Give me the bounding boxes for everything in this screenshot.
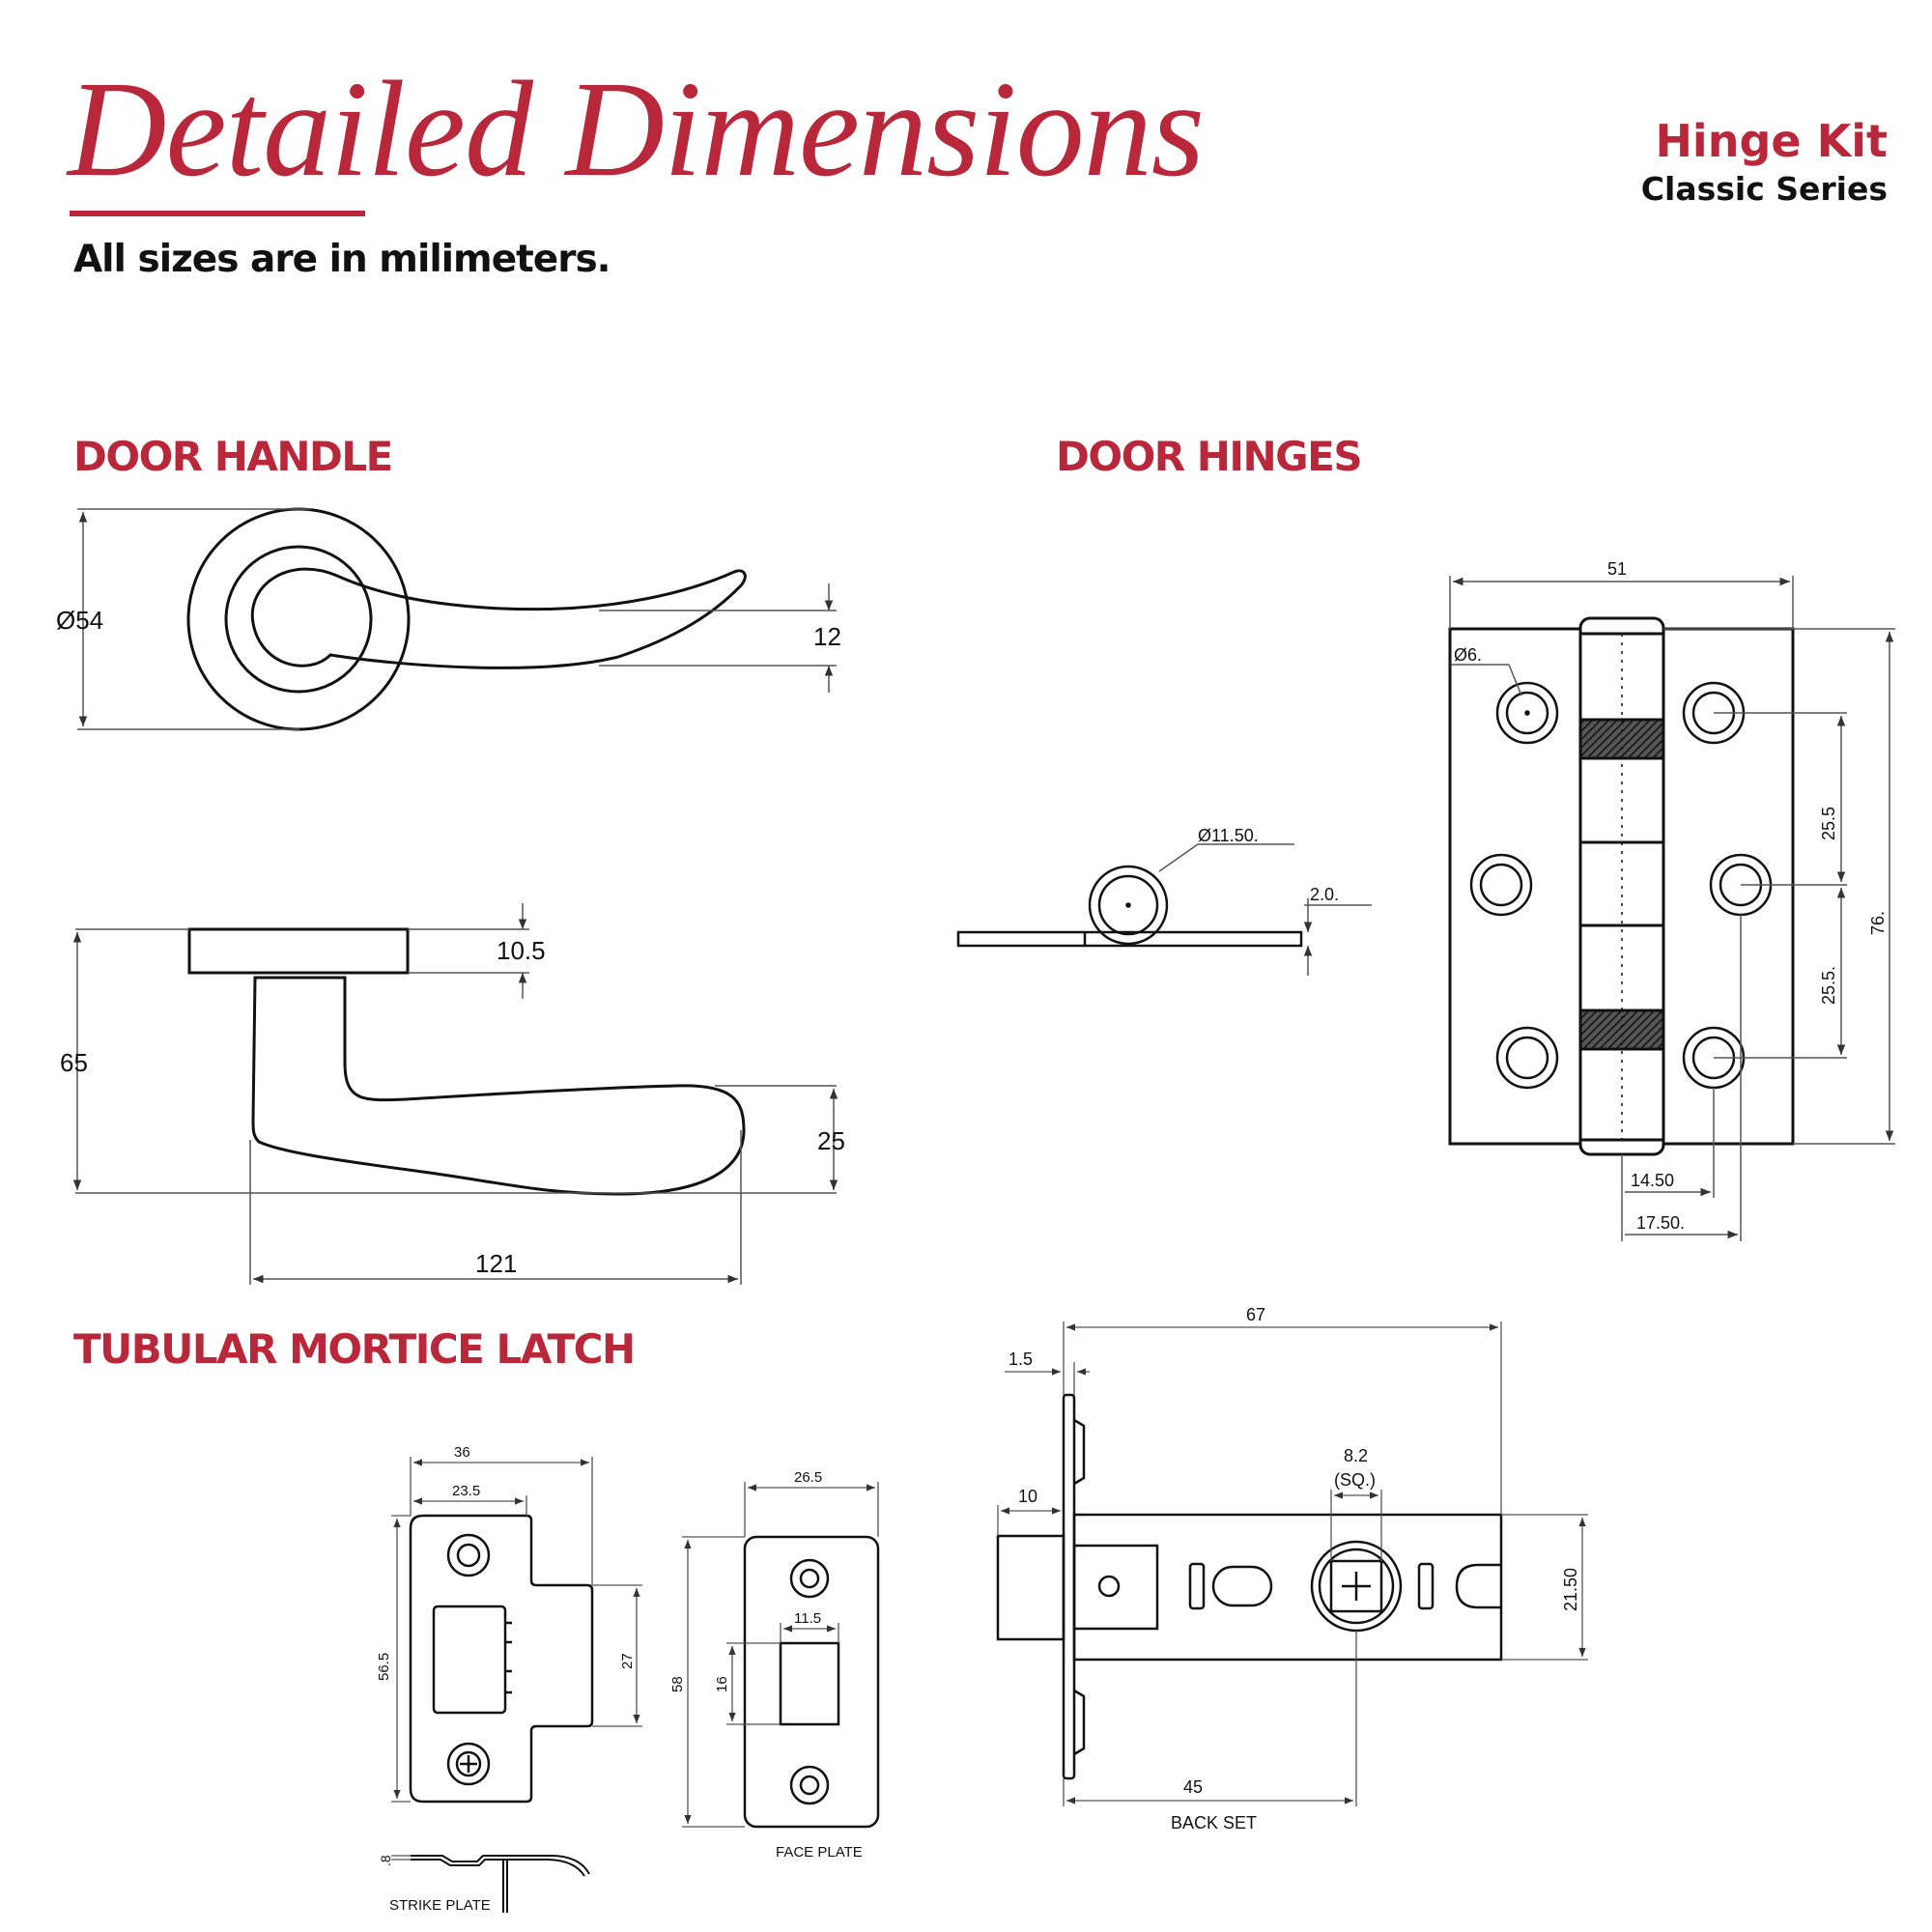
handle-side-dims — [72, 903, 838, 1285]
handle-top-view — [186, 507, 747, 731]
title-underline — [70, 211, 365, 216]
dim-rose-height: 10.5 — [497, 936, 546, 965]
hinge-knuckle-outer — [1088, 865, 1169, 946]
section-title-tubular-mortice-latch: TUBULAR MORTICE LATCH — [73, 1325, 636, 1373]
dim-face-slot-height: 16 — [714, 1676, 730, 1692]
latch-bolt-tail — [1072, 1544, 1159, 1631]
units-note: All sizes are in milimeters. — [73, 238, 611, 281]
dim-offset-b: 17.50. — [1636, 1213, 1685, 1233]
face-plate-dims — [682, 1482, 879, 1828]
dim-hole-diameter: Ø6. — [1454, 645, 1482, 665]
strike-plate-dims — [391, 1457, 642, 1861]
handle-rose-inner — [224, 545, 373, 694]
handle-top-dims — [77, 508, 837, 730]
strike-plate-label: STRIKE PLATE — [389, 1897, 491, 1914]
product-name: Hinge Kit — [1655, 115, 1888, 167]
hinge-hole — [1495, 681, 1559, 745]
dim-latch-height: 21.50 — [1561, 1568, 1580, 1611]
face-screw-bottom — [789, 1765, 830, 1805]
dim-knuckle-diameter: Ø11.50. — [1198, 826, 1259, 845]
dim-forend-thickness: 1.5 — [1009, 1350, 1033, 1369]
page-title: Detailed Dimensions — [68, 52, 1205, 205]
latch-forend-lug-bottom — [1073, 1689, 1086, 1756]
latch-slot-left — [1188, 1562, 1206, 1610]
hinge-hole — [1469, 853, 1533, 917]
dim-strike-tab: 27 — [619, 1653, 636, 1669]
dim-leaf-thickness: 2.0. — [1310, 885, 1339, 904]
dim-strike-height: 56.5 — [376, 1653, 392, 1681]
handle-lever-profile — [251, 976, 746, 1196]
dim-backset: 45 — [1183, 1777, 1203, 1797]
hinge-screw-holes — [1469, 681, 1773, 1090]
face-latch-slot — [779, 1641, 840, 1726]
dim-lever-length: 121 — [475, 1249, 517, 1278]
product-series: Classic Series — [1640, 170, 1888, 208]
dim-lever-grip: 25 — [817, 1126, 845, 1155]
face-screw-top — [789, 1558, 830, 1599]
dim-total-height: 65 — [60, 1048, 88, 1077]
dim-face-slot-width: 11.5 — [794, 1610, 821, 1627]
latch-follower-inner — [1318, 1548, 1395, 1625]
face-plate-outline — [743, 1535, 880, 1829]
face-plate-front — [743, 1535, 880, 1829]
strike-plate-outline — [409, 1514, 594, 1804]
section-title-door-hinges: DOOR HINGES — [1056, 433, 1363, 480]
handle-rose-profile — [187, 927, 410, 975]
face-plate-label: FACE PLATE — [776, 1844, 863, 1861]
handle-rose-outer — [186, 507, 411, 731]
strike-screw-bottom — [446, 1742, 491, 1786]
latch-body-dims — [997, 1321, 1588, 1806]
dim-offset-a: 14.50 — [1631, 1171, 1674, 1190]
hinge-profile-dims — [1158, 843, 1372, 976]
latch-spindle-square — [1329, 1559, 1383, 1613]
section-title-door-handle: DOOR HANDLE — [73, 433, 393, 480]
latch-forend — [1062, 1393, 1076, 1780]
dim-hole-spacing-bottom: 25.5. — [1819, 966, 1838, 1005]
hinge-front-view — [1448, 616, 1795, 1156]
latch-body-view — [996, 1393, 1503, 1780]
latch-end-notch — [1455, 1563, 1501, 1609]
latch-bolt — [996, 1534, 1065, 1641]
latch-case — [1072, 1513, 1503, 1662]
hinge-leaf-profile — [956, 930, 1303, 948]
hinge-profile-view — [956, 865, 1303, 948]
hinge-hole — [1495, 1026, 1559, 1090]
strike-plate-profile — [411, 1855, 590, 1913]
latch-oval-slot — [1211, 1565, 1273, 1607]
latch-forend-lug-top — [1073, 1418, 1086, 1486]
dim-spindle-size: 8.2 — [1344, 1446, 1368, 1465]
backset-label: BACK SET — [1171, 1813, 1257, 1833]
hinge-knuckle-inner — [1097, 874, 1159, 936]
hinge-front-dims — [1449, 576, 1895, 1241]
product-brand: Hinge Kit Classic Series — [1641, 114, 1888, 211]
dim-spindle-note: (SQ.) — [1334, 1470, 1376, 1490]
dim-strike-depth: .8 — [378, 1855, 393, 1866]
strike-plate-front — [409, 1514, 594, 1804]
dim-strike-inner: 23.5 — [452, 1483, 480, 1499]
latch-slot-right — [1417, 1562, 1435, 1610]
dim-strike-width: 36 — [454, 1444, 470, 1461]
dim-face-width: 26.5 — [794, 1469, 822, 1486]
strike-profile-outline — [411, 1855, 590, 1875]
dim-lever-thickness: 12 — [813, 622, 841, 651]
dim-rose-diameter: Ø54 — [56, 606, 103, 635]
strike-latch-opening — [432, 1605, 507, 1715]
dim-hole-spacing-top: 25.5 — [1819, 807, 1838, 840]
dim-hinge-height: 76. — [1868, 911, 1888, 935]
dim-face-height: 58 — [669, 1676, 686, 1692]
handle-side-view — [187, 927, 746, 1196]
dim-latch-length: 67 — [1246, 1305, 1265, 1324]
strike-screw-top — [446, 1533, 491, 1577]
handle-lever-outline — [250, 567, 747, 669]
dim-bolt-projection: 10 — [1018, 1487, 1037, 1506]
dim-hinge-width: 51 — [1607, 559, 1627, 579]
